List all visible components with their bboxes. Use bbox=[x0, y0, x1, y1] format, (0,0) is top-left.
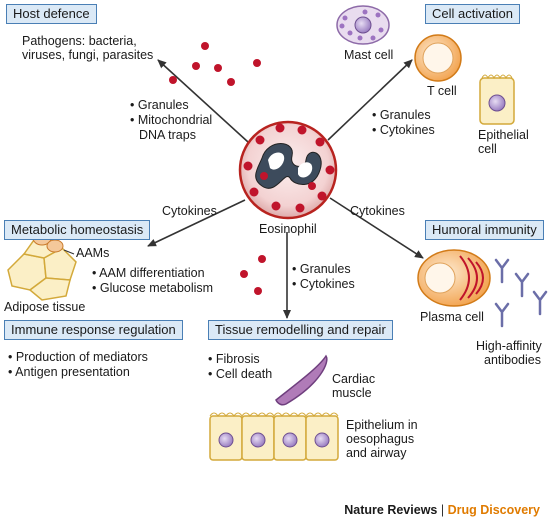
immune-regulation-bullets: Production of mediators Antigen presenta… bbox=[8, 350, 148, 380]
adipose-cluster bbox=[7, 237, 77, 301]
immune-regulation-title: Immune response regulation bbox=[4, 320, 183, 340]
glucose-metabolism: Glucose metabolism bbox=[92, 281, 213, 296]
antigen-presentation: Antigen presentation bbox=[8, 365, 148, 380]
free-granules bbox=[169, 42, 266, 295]
cardiac-label-2: muscle bbox=[332, 386, 372, 400]
cell-activation-title: Cell activation bbox=[425, 4, 520, 24]
cell-activation-mediators: Granules Cytokines bbox=[372, 108, 435, 138]
tissue-granules: Granules bbox=[292, 262, 355, 277]
arrow-metabolic bbox=[147, 199, 246, 247]
epithelium-label-2: oesophagus bbox=[346, 432, 415, 446]
tissue-title: Tissue remodelling and repair bbox=[208, 320, 393, 340]
pathogens-line-2: viruses, fungi, parasites bbox=[22, 48, 154, 62]
aam-differentiation: AAM differentiation bbox=[92, 266, 213, 281]
metabolic-bullets: AAM differentiation Glucose metabolism bbox=[92, 266, 213, 296]
activation-cytokines: Cytokines bbox=[372, 123, 435, 138]
footer-separator: | bbox=[440, 503, 445, 517]
metabolic-connector: Cytokines bbox=[162, 204, 217, 218]
arrow-humoral bbox=[329, 197, 424, 259]
pathogens-line-1: Pathogens: bacteria, bbox=[22, 34, 137, 48]
footer-brand: Nature Reviews bbox=[344, 503, 438, 517]
mast-cell-label: Mast cell bbox=[344, 48, 394, 62]
epithelium-row bbox=[209, 412, 339, 461]
antibodies-label-2: antibodies bbox=[484, 353, 541, 367]
plasma-cell-label: Plasma cell bbox=[420, 310, 484, 324]
t-cell-label: T cell bbox=[427, 84, 457, 98]
mediator-granules: Granules bbox=[130, 98, 212, 113]
cardiac-label-1: Cardiac bbox=[332, 372, 376, 386]
tissue-bullets: Fibrosis Cell death bbox=[208, 352, 272, 382]
epithelium-label-1: Epithelium in bbox=[346, 418, 418, 432]
mast-cell bbox=[336, 5, 390, 45]
footer-journal: Drug Discovery bbox=[447, 503, 540, 517]
epithelial-label-2: cell bbox=[478, 142, 497, 156]
epithelial-cell bbox=[479, 74, 515, 125]
host-defence-title: Host defence bbox=[6, 4, 97, 24]
footer-credit: Nature Reviews | Drug Discovery bbox=[344, 503, 540, 517]
production-of-mediators: Production of mediators bbox=[8, 350, 148, 365]
antibodies-label-1: High-affinity bbox=[476, 339, 542, 353]
epithelium-label-3: and airway bbox=[346, 446, 407, 460]
mediator-dna-traps: DNA traps bbox=[139, 128, 196, 142]
epithelial-label-1: Epithelial bbox=[478, 128, 529, 142]
cardiac-muscle bbox=[275, 354, 328, 406]
humoral-connector: Cytokines bbox=[350, 204, 405, 218]
activation-granules: Granules bbox=[372, 108, 435, 123]
arrow-cell-activation bbox=[327, 59, 413, 141]
tissue-mediators: Granules Cytokines bbox=[292, 262, 355, 292]
adipose-label: Adipose tissue bbox=[4, 300, 86, 314]
humoral-title: Humoral immunity bbox=[425, 220, 544, 240]
antibodies bbox=[494, 258, 548, 328]
metabolic-title: Metabolic homeostasis bbox=[4, 220, 151, 240]
eosinophil-cell bbox=[238, 120, 338, 220]
t-cell bbox=[414, 34, 462, 82]
fibrosis: Fibrosis bbox=[208, 352, 272, 367]
host-defence-mediators: Granules Mitochondrial bbox=[130, 98, 212, 128]
plasma-cell bbox=[417, 249, 491, 307]
eosinophil-label: Eosinophil bbox=[259, 222, 317, 236]
cell-death: Cell death bbox=[208, 367, 272, 382]
aams-label: AAMs bbox=[76, 246, 110, 260]
tissue-cytokines: Cytokines bbox=[292, 277, 355, 292]
mediator-mitochondrial: Mitochondrial bbox=[130, 113, 212, 128]
